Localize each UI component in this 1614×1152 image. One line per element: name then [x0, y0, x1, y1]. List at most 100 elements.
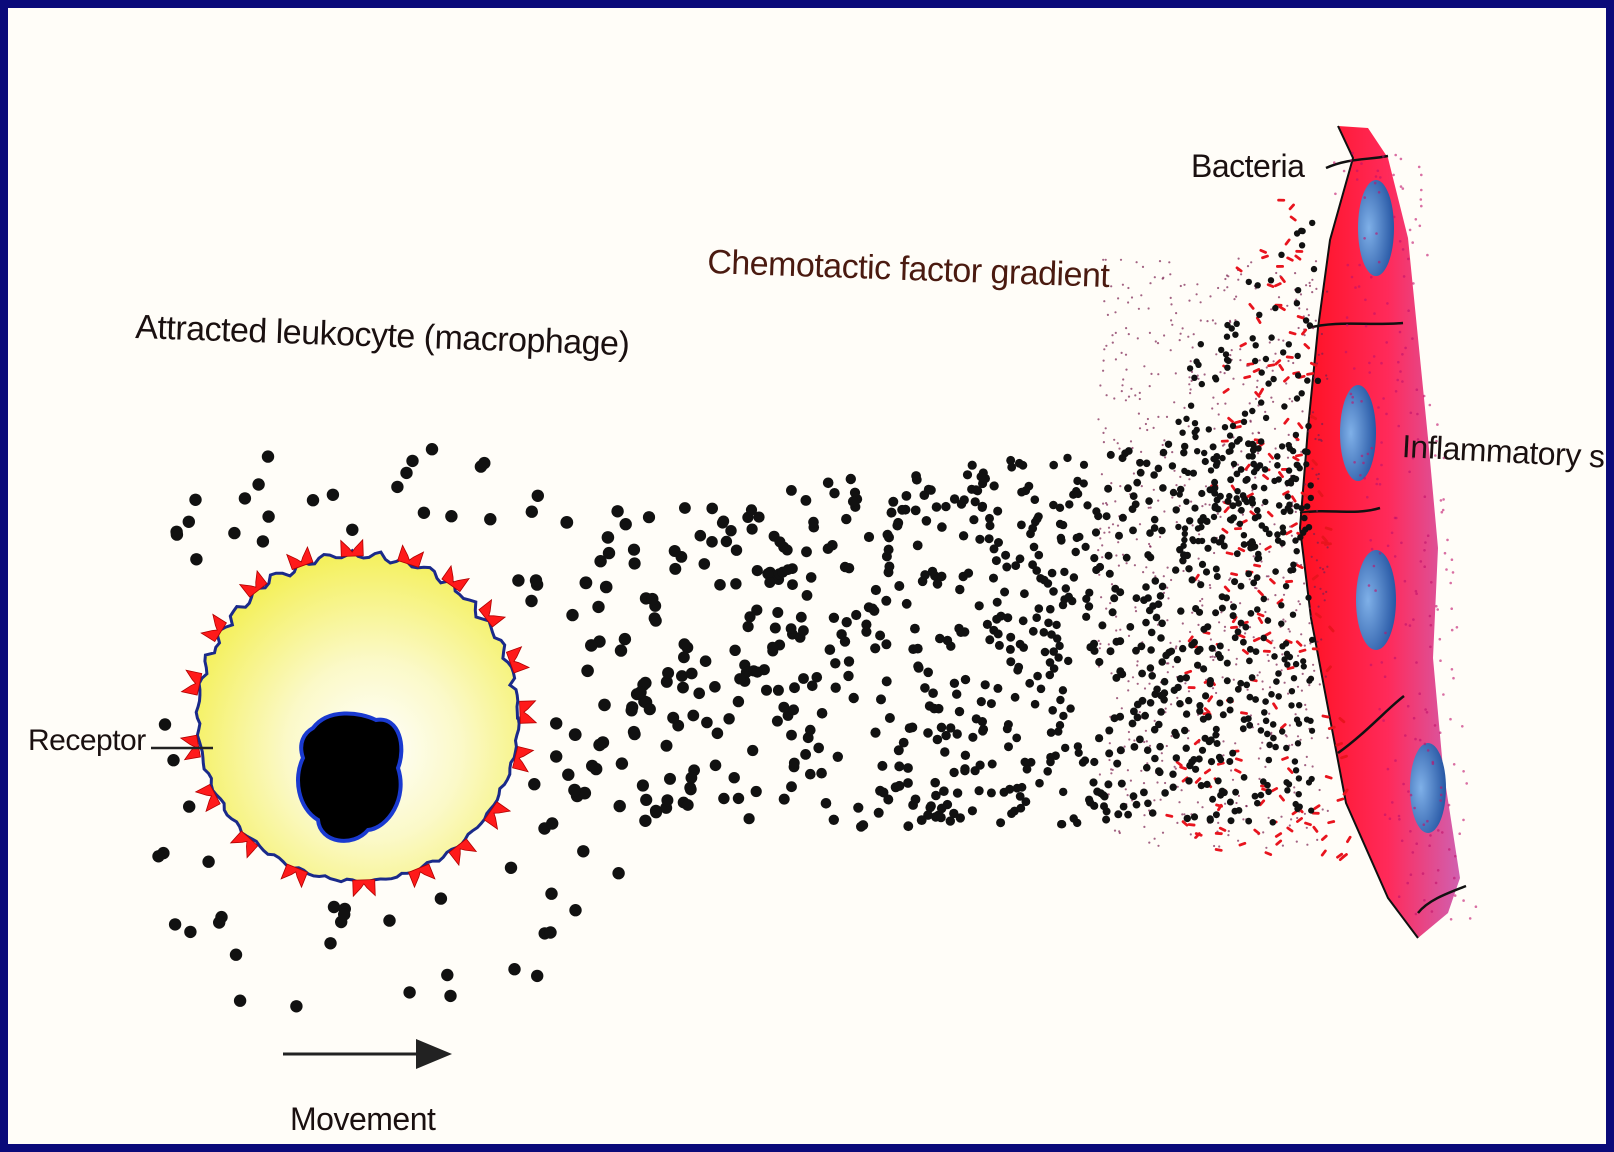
factor-dot: [239, 492, 251, 504]
bacterium: [1223, 585, 1231, 593]
factor-dot: [1278, 602, 1284, 608]
factor-dot: [903, 821, 913, 831]
factor-dot: [1144, 800, 1152, 808]
factor-dot: [391, 481, 403, 493]
hatch-speck: [1114, 830, 1116, 832]
hatch-speck: [1261, 742, 1263, 744]
hatch-speck: [1149, 332, 1151, 334]
factor-dot: [1131, 743, 1139, 751]
tissue-speck: [1370, 276, 1373, 279]
factor-dot: [566, 609, 578, 621]
factor-dot: [159, 718, 171, 730]
factor-dot: [1173, 506, 1180, 513]
hatch-speck: [1143, 782, 1145, 784]
hatch-speck: [1183, 284, 1185, 286]
tissue-speck: [1453, 763, 1456, 766]
factor-dot: [1095, 734, 1103, 742]
tissue-speck: [1451, 629, 1454, 632]
hatch-speck: [1168, 261, 1170, 263]
tissue-speck: [1461, 725, 1464, 728]
factor-dot: [729, 645, 740, 656]
factor-dot: [1109, 608, 1117, 616]
factor-dot: [1181, 443, 1188, 450]
factor-dot: [1137, 469, 1145, 477]
hatch-speck: [1313, 670, 1315, 672]
factor-dot: [1132, 647, 1140, 655]
hatch-speck: [1274, 428, 1276, 430]
tissue-speck: [1384, 675, 1387, 678]
factor-dot: [1276, 476, 1282, 482]
hatch-speck: [1226, 274, 1228, 276]
tissue-speck: [1347, 264, 1350, 267]
hatch-speck: [1211, 407, 1213, 409]
factor-dot: [1186, 517, 1193, 524]
hatch-speck: [1274, 594, 1276, 596]
factor-dot: [1136, 736, 1144, 744]
hatch-speck: [1311, 556, 1313, 558]
factor-dot: [969, 515, 978, 524]
hatch-speck: [1171, 451, 1173, 453]
factor-dot: [1305, 595, 1311, 601]
factor-dot: [1216, 700, 1223, 707]
factor-dot: [1119, 514, 1127, 522]
hatch-speck: [1326, 291, 1328, 293]
factor-dot: [1215, 777, 1222, 784]
hatch-speck: [1224, 803, 1226, 805]
hatch-speck: [1154, 720, 1156, 722]
hatch-speck: [1122, 284, 1124, 286]
hatch-speck: [1101, 544, 1103, 546]
hatch-speck: [1161, 760, 1163, 762]
tissue-speck: [1400, 185, 1403, 188]
factor-dot: [190, 553, 202, 565]
hatch-speck: [1228, 579, 1230, 581]
factor-dot: [1296, 702, 1302, 708]
factor-dot: [406, 455, 418, 467]
factor-dot: [1213, 811, 1220, 818]
hatch-speck: [1175, 645, 1177, 647]
hatch-speck: [1175, 647, 1177, 649]
hatch-speck: [1218, 845, 1220, 847]
factor-dot: [1161, 789, 1169, 797]
factor-dot: [949, 768, 958, 777]
factor-dot: [640, 794, 652, 806]
hatch-speck: [1316, 559, 1318, 561]
factor-dot: [1294, 548, 1300, 554]
factor-dot: [1218, 347, 1224, 353]
factor-dot: [1286, 467, 1292, 473]
tissue-nucleus: [1340, 385, 1376, 481]
tissue-speck: [1430, 624, 1433, 627]
hatch-speck: [1198, 533, 1200, 535]
factor-dot: [884, 562, 894, 572]
tissue-speck: [1426, 254, 1429, 257]
factor-dot: [1000, 588, 1009, 597]
hatch-speck: [1304, 764, 1306, 766]
factor-dot: [661, 740, 673, 752]
hatch-speck: [1230, 769, 1232, 771]
tissue-speck: [1369, 539, 1372, 542]
factor-dot: [550, 750, 562, 762]
factor-dot: [1219, 605, 1226, 612]
hatch-speck: [1115, 554, 1117, 556]
tissue-speck: [1376, 478, 1379, 481]
tissue-speck: [1365, 325, 1368, 328]
hatch-speck: [1166, 416, 1168, 418]
factor-dot: [988, 760, 997, 769]
factor-dot: [932, 502, 942, 512]
factor-dot: [152, 850, 164, 862]
factor-dot: [1048, 569, 1057, 578]
tissue-speck: [1423, 899, 1426, 902]
tissue-speck: [1361, 455, 1364, 458]
hatch-speck: [1128, 635, 1130, 637]
factor-dot: [569, 728, 582, 741]
factor-dot: [844, 656, 854, 666]
factor-dot: [976, 761, 985, 770]
hatch-speck: [1170, 349, 1172, 351]
hatch-speck: [1254, 477, 1256, 479]
hatch-speck: [1114, 311, 1116, 313]
factor-dot: [816, 768, 827, 779]
bacterium: [1274, 282, 1282, 288]
factor-dot: [993, 598, 1002, 607]
hatch-speck: [1139, 711, 1141, 713]
tissue-speck: [1379, 176, 1382, 179]
hatch-speck: [1130, 388, 1132, 390]
